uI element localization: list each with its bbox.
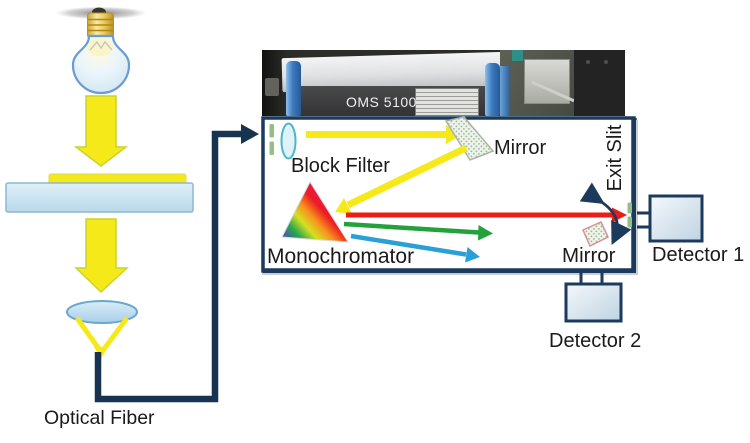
instrument-handle-right [485,63,500,116]
instrument-photo: OMS 5100 [262,50,625,116]
photo-dark-tower [574,50,625,116]
tower-screw [604,60,608,64]
sample-slab [5,182,194,213]
converging-beam [74,316,130,359]
down-arrow-2 [74,218,129,294]
mirror-bottom-label: Mirror [562,244,616,267]
device-model-label: OMS 5100 [346,94,417,110]
down-arrow-1 [73,95,129,167]
block-filter-lens [280,122,297,160]
exit-slit-label: Exit Slit [604,124,626,192]
instrument-vent-grille [415,88,479,116]
housing-thick-edge [263,118,637,274]
detector-1-label: Detector 1 [652,244,745,266]
exit-slit-marks [627,202,632,228]
detector2-connector [579,272,604,284]
prism [281,180,349,243]
mirror-rotation-arrow [579,182,632,246]
housing-outer-shade [262,120,638,275]
mirror-top-label: Mirror [494,137,547,159]
optical-fiber-label: Optical Fiber [44,407,155,429]
tower-screw [586,60,590,64]
fiber-entrance-arrowhead [241,124,259,144]
optical-fiber-path [94,130,242,403]
instrument-handle-left [286,61,301,116]
light-bulb-icon [71,12,131,95]
photo-blue-cylinder [500,66,510,116]
monochromator-label: Monochromator [267,245,415,268]
focus-lens [66,300,138,324]
detector1-box [648,194,704,243]
photo-background-right [500,50,625,116]
detector1-connector [637,211,650,229]
beam-to-prism [335,144,468,214]
photo-teal-part [512,50,523,61]
beam-blue [350,233,480,263]
detector-2-label: Detector 2 [549,330,642,352]
beam-green [343,221,493,241]
entrance-slit-marks [269,124,274,155]
photo-machinery-part [265,78,279,96]
detector2-box [564,282,623,323]
block-filter-label: Block Filter [291,155,390,177]
monochromator-housing [261,116,636,273]
